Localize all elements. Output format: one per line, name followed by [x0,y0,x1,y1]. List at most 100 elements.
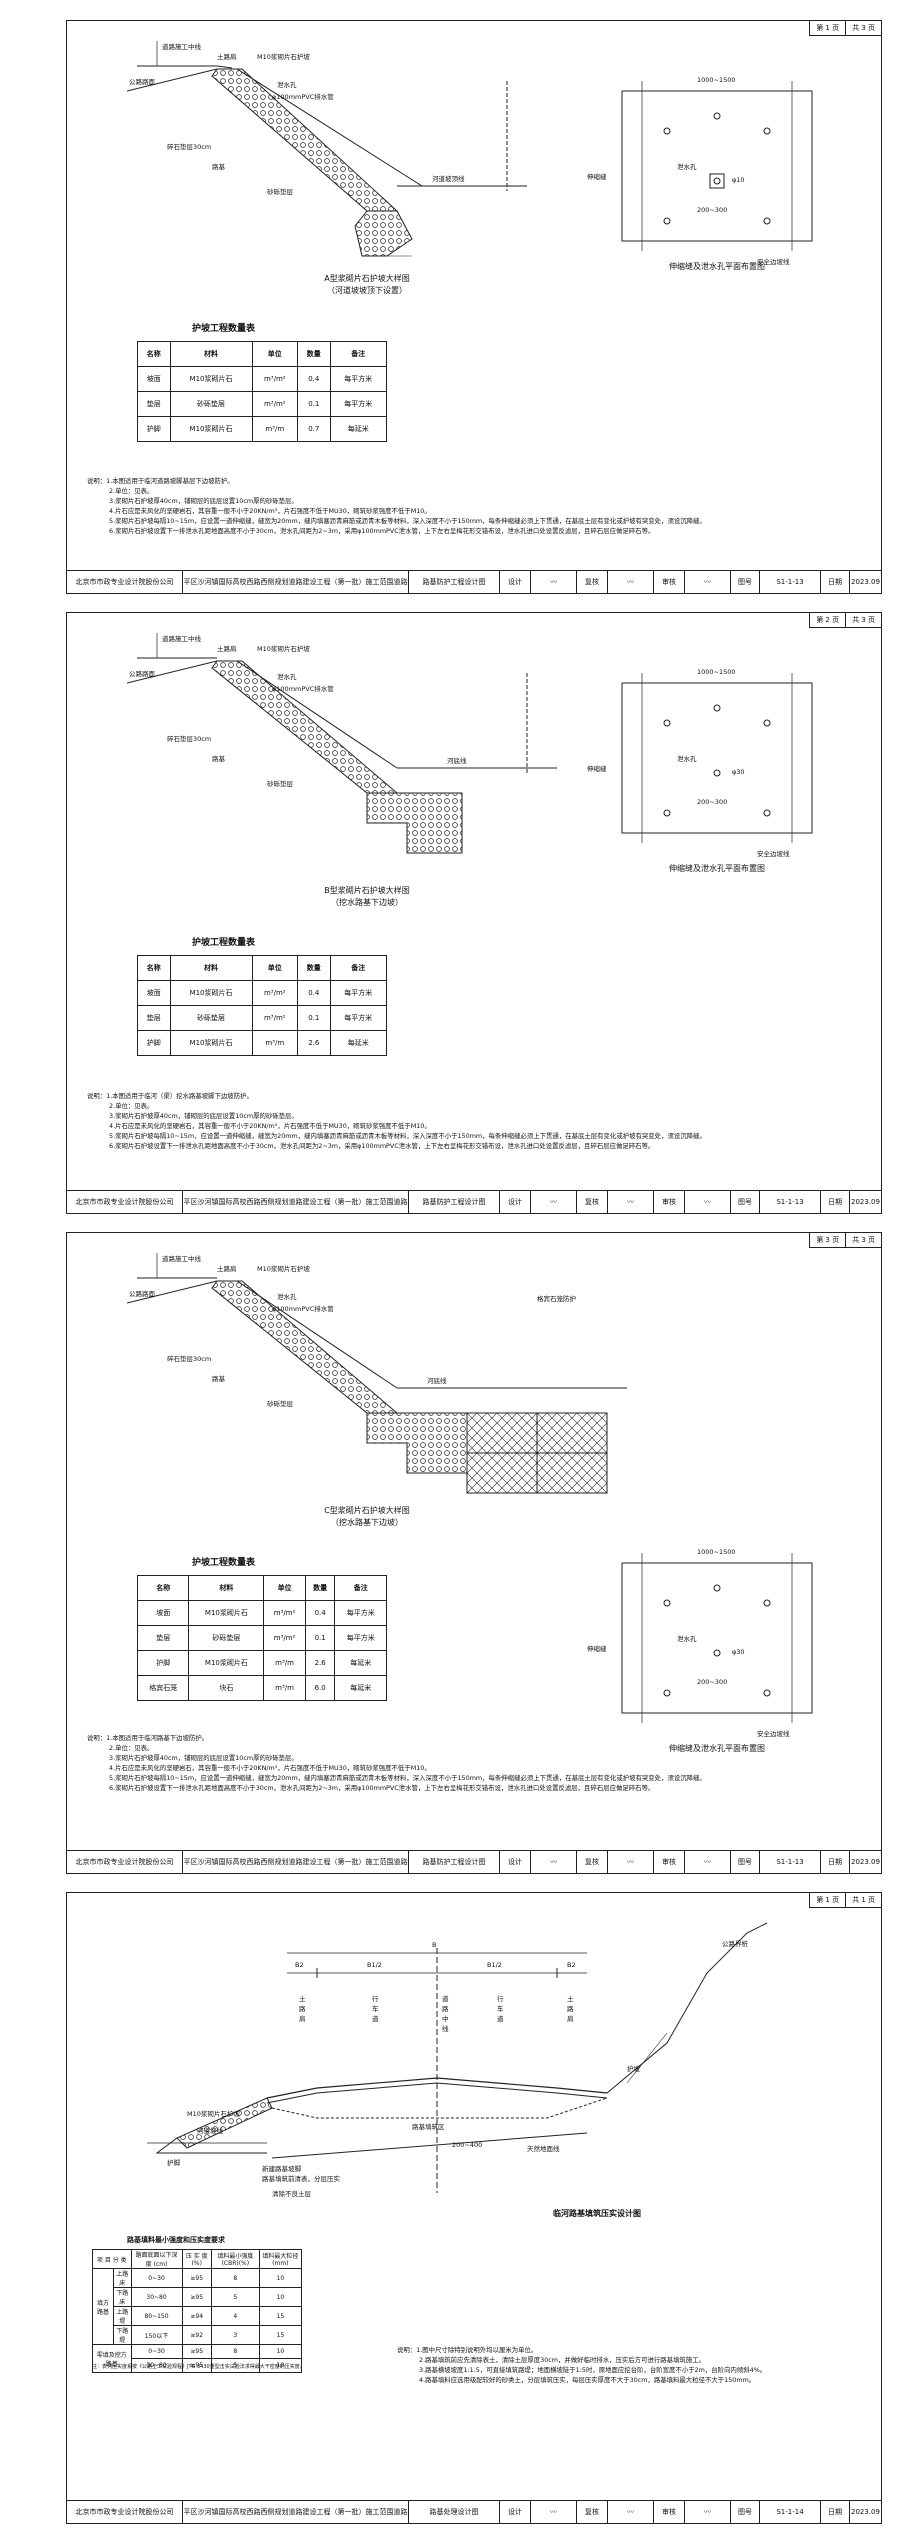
cell: 垫层 [137,1005,171,1031]
section-subtitle: （挖水路基下边坡） [331,1518,403,1527]
cell: 8 [210,2268,260,2288]
title-block: 北京市市政专业设计院股份公司 北京市昌平区沙河镇国际高校西路西侧规划道路建设工程… [67,570,881,593]
cell: 每延米 [334,1675,387,1701]
soil-table: 项 目 分 类 路面底面以下深度 (cm) 压 实 度 (%) 填料最小强度(C… [92,2249,303,2373]
table-header: 项 目 分 类 路面底面以下深度 (cm) 压 实 度 (%) 填料最小强度(C… [92,2249,303,2269]
label-pvc: φ100mmPVC排水管 [272,93,334,101]
cell: 10 [258,2344,303,2359]
cell: 0~30 [130,2268,183,2288]
design-label: 设计 [500,1851,531,1873]
company-name: 北京市市政专业设计院股份公司 [67,2501,183,2523]
cell: 0.1 [297,1005,331,1031]
col-compaction: 压 实 度 (%) [181,2249,212,2269]
cell: 每平方米 [329,391,388,417]
date-label: 日期 [821,571,850,593]
design-label: 设计 [500,571,531,593]
label-base: 路基 [212,1375,225,1383]
notes: 说明：1.本图适用于临河（渠）挖水路基坡脚下边坡防护。 2.单位：见表。 3.浆… [87,1091,706,1151]
cell: m³/m [263,1675,306,1701]
check-signature: 〰 [685,2501,731,2523]
title-block: 北京市市政专业设计院股份公司 北京市昌平区沙河镇国际高校西路西侧规划道路建设工程… [67,1190,881,1213]
col-unit: 单位 [251,341,299,367]
cell: 4 [210,2306,260,2326]
page-total: 共 3 页 [852,616,875,624]
date: 2023.09 [851,578,880,586]
note-line: 说明：1.本图适用于临河（渠）挖水路基坡脚下边坡防护。 [87,1092,253,1100]
cell: m³/m² [251,366,299,392]
cell: 每延米 [329,1030,388,1056]
label-gabion: 格宾石笼防护 [537,1295,576,1303]
cell: 10 [258,2287,303,2307]
review-signature: 〰 [608,571,654,593]
project-name: 北京市昌平区沙河镇国际高校西路西侧规划道路建设工程（第一批）施工范围道路工程设计 [183,1851,409,1873]
col-name: 名称 [137,341,171,367]
check-signature: 〰 [685,1191,731,1213]
col-cbr: 填料最小强度(CBR)(%) [210,2249,260,2269]
note-line: 4.路基填料应选用级配较好的砂类土，分层填筑压实，每层压实厚度不大于30cm，路… [419,2376,756,2384]
cell: 15 [258,2325,303,2345]
col-unit: 单位 [263,1575,306,1601]
col-name: 名称 [137,955,171,981]
design-signature: 〰 [531,571,577,593]
check-label: 审核 [654,1191,685,1213]
note-line: 4.片石应是未风化的坚硬岩石，其容重一般不小于20KN/m³，片石强度不低于MU… [109,507,431,515]
label-road-base: 路基填筑区 [412,2123,445,2131]
cell: 10 [258,2358,303,2373]
check-signature: 〰 [685,1851,731,1873]
note-line: 6.浆砌片石护坡设置下一排泄水孔距地面高度不小于30cm，泄水孔间距为2~3m，… [109,527,655,535]
section-title: 临河路基填筑压实设计图 [553,2209,641,2218]
cell: 每延米 [334,1650,387,1676]
col-remark: 备注 [329,955,388,981]
label-cushion: 砂砾垫层 [267,1400,293,1408]
drawing-sheet-1: 第 1 页 共 3 页 道路 [66,20,882,594]
design-signature: 〰 [531,1851,577,1873]
note-line: 2.单位：见表。 [109,1744,154,1752]
label-new-road: 新建路基坡脚 [262,2165,301,2173]
cell: 5 [210,2358,260,2373]
notes: 说明：1.图中尺寸除特别说明外均以厘米为单位。 2.路基填筑前应先清除表土，清除… [397,2345,766,2385]
slope-section-drawing [126,633,813,854]
col-depth: 路面底面以下深度 (cm) [130,2249,183,2269]
drawing-no-label: 图号 [731,571,760,593]
label-water-line: 河道坡顶线 [432,175,465,183]
section-subtitle: （挖水路基下边坡） [331,898,403,907]
cell: M10浆砌片石 [169,980,253,1006]
label-clean: 路基填筑前清表，分层压实 [262,2175,340,2183]
page-indicator: 第 3 页 共 3 页 [809,1233,881,1248]
note-line: 5.浆砌片石护坡每隔10~15m，应设置一道伸缩缝，缝宽为20mm，缝内填塞沥青… [109,1774,706,1782]
cell: 6.0 [304,1675,336,1701]
cell: 8 [210,2344,260,2359]
note-line: 6.浆砌片石护坡设置下一排泄水孔距地面高度不小于30cm，泄水孔间距为2~3m，… [109,1784,655,1792]
label-pvc: φ100mmPVC排水管 [272,1305,334,1313]
cell: 坡面 [137,366,171,392]
note-line: 4.片石应是未风化的坚硬岩石，其容重一般不小于20KN/m³，片石强度不低于MU… [109,1764,431,1772]
title-block: 北京市市政专业设计院股份公司 北京市昌平区沙河镇国际高校西路西侧规划道路建设工程… [67,2500,881,2523]
cell: 0~30 [130,2344,183,2359]
note-line: 3.浆砌片石护坡厚40cm，铺砌层的底层设置10cm厚的砂砾垫层。 [109,1754,298,1762]
table-header: 名称 材料 单位 数量 备注 [137,341,388,367]
label-left-shoulder: 土路肩 [299,1995,306,2023]
label-slope-protect: M10浆砌片石护坡 [257,645,310,653]
dim-b2-left: B2 [295,1961,304,1969]
cell: m³/m² [263,1625,306,1651]
plan-dim: 200~300 [697,1678,728,1686]
project-name: 北京市昌平区沙河镇国际高校西路西侧规划道路建设工程（第一批）施工范围道路工程设计 [183,571,409,593]
dim-b2-right: B2 [567,1961,576,1969]
col-remark: 备注 [334,1575,387,1601]
label-cushion: 砂砾垫层 [267,188,293,196]
label-slope-protect: M10浆砌片石护坡 [257,53,310,61]
plan-title: 伸缩缝及泄水孔平面布置图 [669,1744,765,1753]
date: 2023.09 [851,1198,880,1206]
cell: 0.4 [304,1600,336,1626]
drawing-no-label: 图号 [731,2501,760,2523]
plan-joint: 伸缩缝 [587,765,607,773]
review-label: 复核 [577,571,608,593]
